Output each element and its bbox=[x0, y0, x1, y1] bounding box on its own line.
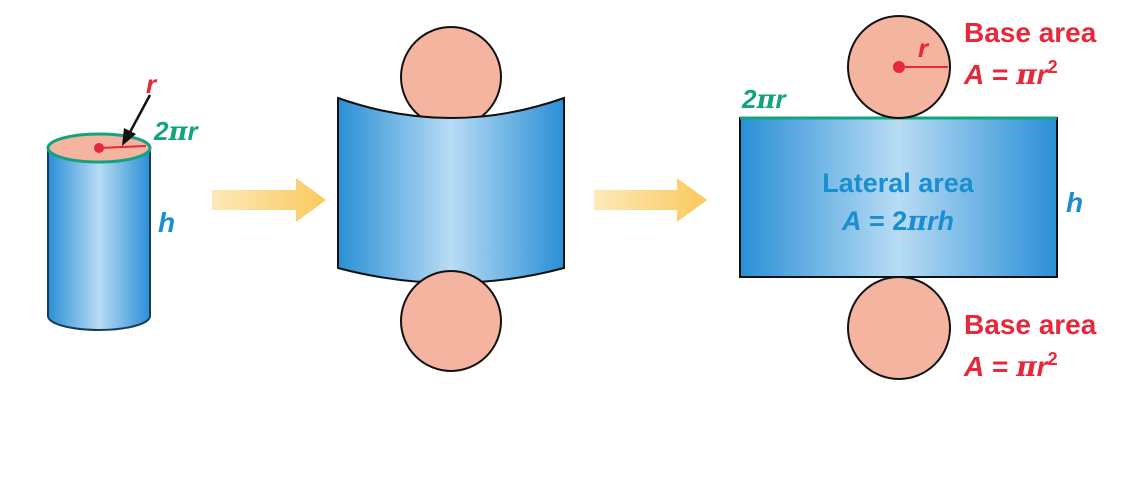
net-height-label: h bbox=[1066, 187, 1083, 218]
cylinder-body bbox=[47, 147, 151, 331]
unrolling-cylinder bbox=[337, 26, 565, 372]
cylinder-net bbox=[739, 15, 1058, 380]
cylinder-circumference-label: 2πr bbox=[153, 116, 200, 147]
middle-curved-surface bbox=[337, 96, 565, 284]
right-arrow-icon bbox=[594, 178, 707, 222]
top-base-area-formula: A = πr2 bbox=[963, 57, 1058, 91]
cylinder-height-label: h bbox=[158, 207, 175, 238]
cylinder-radius-label: r bbox=[146, 69, 158, 99]
net-radius-label: r bbox=[918, 33, 930, 63]
net-circumference-label: 2πr bbox=[741, 84, 788, 115]
lateral-area-title: Lateral area bbox=[822, 168, 975, 198]
middle-bottom-disk bbox=[400, 270, 502, 372]
top-base-area-title: Base area bbox=[964, 17, 1097, 48]
cylinder-solid bbox=[46, 94, 152, 331]
net-top-center-dot bbox=[893, 61, 905, 73]
radius-pointer-arrow bbox=[127, 94, 152, 135]
middle-top-disk bbox=[400, 26, 502, 128]
right-arrow-icon bbox=[212, 178, 326, 222]
radius-pointer-arrowhead bbox=[122, 128, 136, 146]
bottom-base-area-title: Base area bbox=[964, 309, 1097, 340]
bottom-base-area-formula: A = πr2 bbox=[963, 349, 1058, 383]
cylinder-center-dot bbox=[94, 143, 104, 153]
net-bottom-base-disk bbox=[847, 276, 951, 380]
cylinder-radius-line bbox=[98, 145, 147, 149]
lateral-area-formula: A = 2πrh bbox=[841, 206, 954, 237]
lateral-rectangle bbox=[739, 117, 1058, 278]
